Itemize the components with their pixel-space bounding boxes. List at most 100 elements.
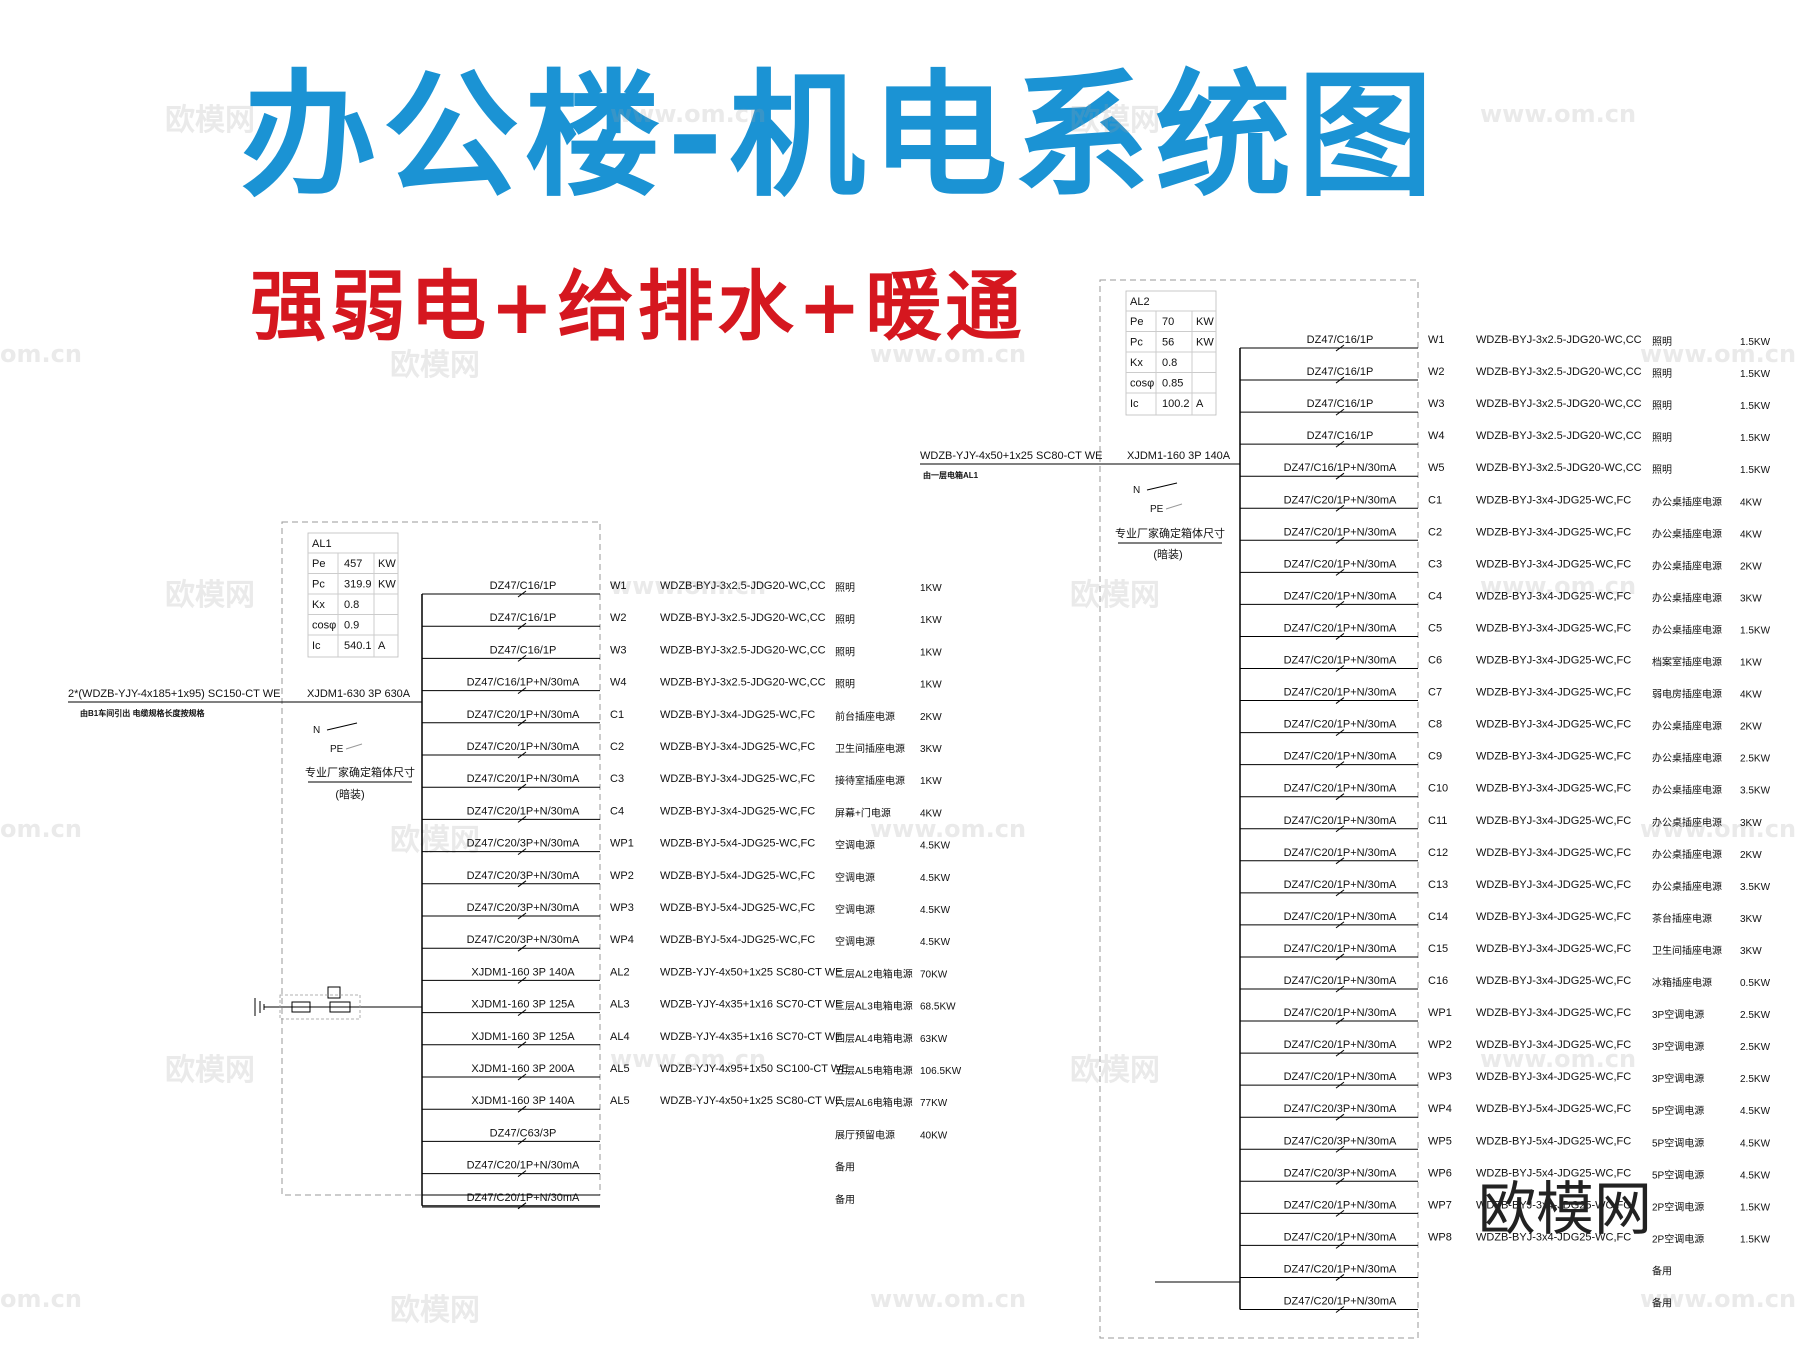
circuit-breaker: DZ47/C20/1P+N/30mA [1284,1071,1397,1083]
circuit-use: 六层AL6电箱电源 [835,1096,913,1109]
circuit-power: 1.5KW [1740,465,1771,476]
pe-switch [1165,503,1183,510]
circuit-cable: WDZB-YJY-4x50+1x25 SC80-CT WE [660,1095,842,1107]
breaker-symbol [517,719,527,727]
circuit-id: C5 [1428,622,1442,634]
param-key: Kx [312,599,325,611]
circuit-breaker: DZ47/C20/1P+N/30mA [467,1160,580,1172]
circuit-breaker: DZ47/C20/3P+N/30mA [1284,1135,1397,1147]
circuit-use: 屏幕+门电源 [835,806,891,819]
circuit-use: 二层AL2电箱电源 [835,967,913,980]
circuit-breaker: DZ47/C20/1P+N/30mA [467,741,580,753]
circuit-id: W1 [1428,334,1445,346]
breaker-symbol [1335,1017,1345,1025]
circuit-use: 办公桌插座电源 [1652,848,1722,861]
param-value: 0.9 [344,620,359,632]
circuit-breaker: DZ47/C20/3P+N/30mA [467,934,580,946]
circuit-breaker: XJDM1-160 3P 125A [471,999,575,1011]
circuit-cable: WDZB-BYJ-3x4-JDG25-WC,FC [1476,526,1631,538]
circuit-breaker: DZ47/C20/1P+N/30mA [467,805,580,817]
circuit-cable: WDZB-BYJ-3x4-JDG25-WC,FC [1476,590,1631,602]
circuit-cable: WDZB-YJY-4x50+1x25 SC80-CT WE [660,966,842,978]
circuit-breaker: DZ47/C20/3P+N/30mA [1284,1167,1397,1179]
param-key: Pe [1130,316,1143,328]
circuit-breaker: DZ47/C20/3P+N/30mA [467,870,580,882]
breaker-symbol [517,687,527,694]
circuit-breaker: DZ47/C20/1P+N/30mA [1284,1231,1397,1243]
circuit-power: 77KW [920,1098,948,1109]
circuit-power: 4.5KW [920,873,951,884]
circuit-power: 1KW [920,647,942,658]
circuit-cable: WDZB-BYJ-5x4-JDG25-WC,FC [660,934,815,946]
circuit-use: 四层AL4电箱电源 [835,1032,913,1045]
circuit-use: 空调电源 [835,935,875,948]
circuit-use: 茶台插座电源 [1652,912,1712,925]
param-unit: A [378,640,386,652]
breaker-symbol [517,816,527,823]
circuit-id: WP1 [610,838,634,850]
circuit-id: WP6 [1428,1167,1452,1179]
breaker-symbol [517,1138,527,1145]
breaker-symbol [1335,408,1345,416]
circuit-id: C10 [1428,783,1448,795]
param-value: 319.9 [344,579,372,591]
breaker-symbol [1335,472,1345,480]
circuit-power: 4KW [920,808,942,819]
circuit-breaker: DZ47/C20/1P+N/30mA [1284,526,1397,538]
circuit-use: 备用 [835,1193,855,1206]
circuit-id: C16 [1428,975,1448,987]
breaker-symbol [1335,440,1345,448]
breaker-symbol [1335,921,1345,929]
pe-label: PE [1150,504,1164,515]
circuit-power: 2KW [920,712,942,723]
circuit-breaker: DZ47/C20/1P+N/30mA [1284,1199,1397,1211]
circuit-breaker: DZ47/C20/1P+N/30mA [1284,1007,1397,1019]
circuit-breaker: DZ47/C20/1P+N/30mA [1284,879,1397,891]
param-key: cosφ [312,620,336,632]
circuit-power: 4KW [1740,690,1762,701]
panel-name: AL1 [312,538,332,550]
neutral-switch [1146,482,1178,491]
circuit-use: 冰箱插座电源 [1652,976,1712,989]
breaker-symbol [1335,1113,1345,1121]
circuit-cable: WDZB-BYJ-3x4-JDG25-WC,FC [1476,975,1631,987]
circuit-breaker: XJDM1-160 3P 140A [471,966,575,978]
param-unit: A [1196,398,1204,410]
incoming-note: 由B1车间引出 电缆规格长度按规格 [80,708,205,718]
circuit-power: 3.5KW [1740,786,1771,797]
circuit-id: W4 [610,677,627,689]
circuit-breaker: DZ47/C16/1P+N/30mA [467,677,580,689]
breaker-symbol [1335,1209,1345,1217]
circuit-cable: WDZB-YJY-4x35+1x16 SC70-CT WE [660,1031,842,1043]
circuit-id: AL3 [610,999,630,1011]
circuit-cable: WDZB-BYJ-3x4-JDG25-WC,FC [1476,783,1631,795]
circuit-power: 2.5KW [1740,1074,1771,1085]
circuit-cable: WDZB-BYJ-3x4-JDG25-WC,FC [1476,1231,1631,1243]
circuit-id: C4 [610,805,624,817]
breaker-symbol [517,783,527,791]
circuit-use: 办公桌插座电源 [1652,880,1722,893]
breaker-symbol [517,944,527,952]
circuit-breaker: DZ47/C20/1P+N/30mA [1284,590,1397,602]
spd-enclosure [279,994,361,1020]
param-value: 0.8 [344,599,359,611]
breaker-symbol [517,1105,527,1113]
breaker-symbol [517,655,527,662]
circuit-cable: WDZB-BYJ-5x4-JDG25-WC,FC [1476,1167,1631,1179]
circuit-use: 5P空调电源 [1652,1104,1704,1117]
circuit-breaker: DZ47/C20/1P+N/30mA [1284,655,1397,667]
circuit-breaker: DZ47/C16/1P [1307,366,1374,378]
mount-type: (暗装) [1153,547,1182,561]
param-value: 0.8 [1162,357,1177,369]
param-unit: KW [378,579,396,591]
circuit-breaker: DZ47/C20/1P+N/30mA [1284,1263,1397,1275]
circuit-id: C2 [1428,526,1442,538]
circuit-cable: WDZB-YJY-4x95+1x50 SC100-CT WE [660,1063,849,1075]
circuit-power: 1.5KW [1740,433,1771,444]
circuit-use: 3P空调电源 [1652,1040,1704,1053]
param-value: 457 [344,558,362,570]
circuit-breaker: DZ47/C20/1P+N/30mA [467,773,580,785]
circuit-use: 照明 [1652,464,1672,476]
circuit-cable: WDZB-YJY-4x35+1x16 SC70-CT WE [660,999,842,1011]
circuit-use: 办公桌插座电源 [1652,816,1722,829]
